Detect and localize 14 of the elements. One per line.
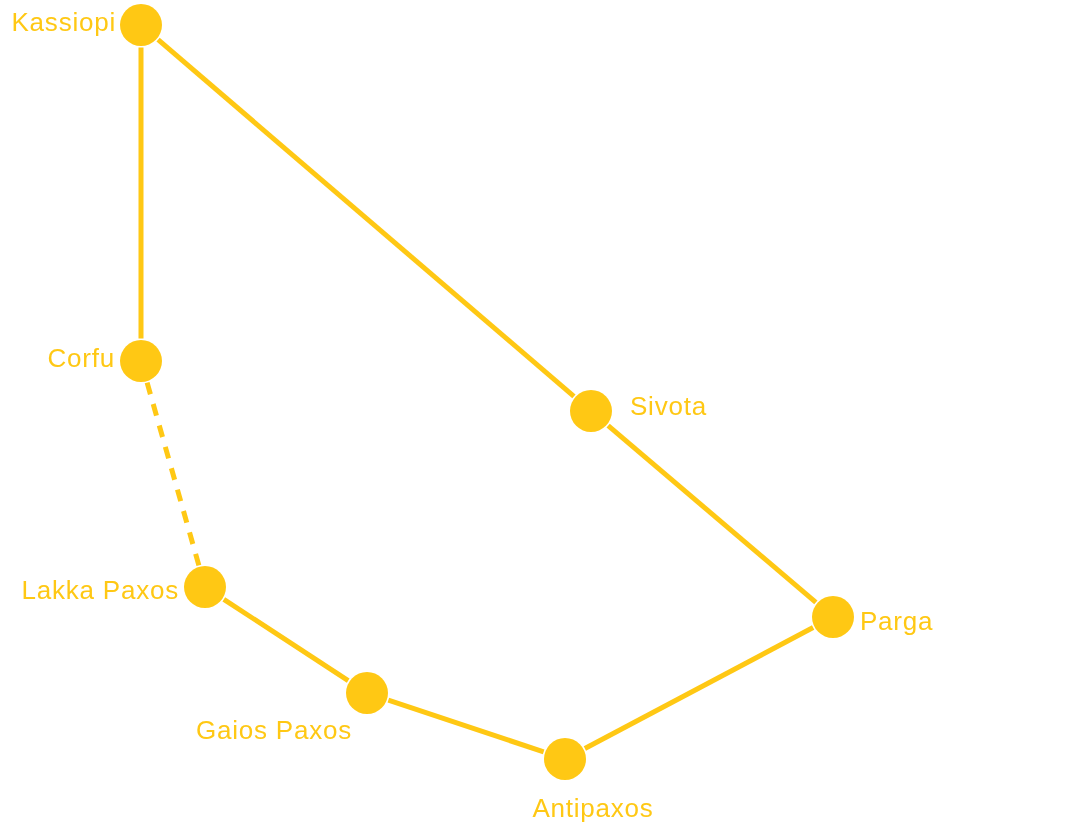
route-line <box>606 423 818 605</box>
route-line <box>138 47 144 339</box>
place-label: Antipaxos <box>532 793 654 823</box>
place-label: Gaios Paxos <box>196 715 352 745</box>
route-line <box>222 597 350 683</box>
route-line <box>387 697 545 755</box>
dashed-route-line <box>144 381 202 567</box>
place-label: Parga <box>860 606 934 636</box>
place-label: Lakka Paxos <box>21 575 179 605</box>
place-label: Kassiopi <box>11 7 116 37</box>
route-line <box>583 625 815 751</box>
place-label: Corfu <box>47 343 115 373</box>
route-line <box>156 37 576 399</box>
place-label: Sivota <box>630 391 707 421</box>
